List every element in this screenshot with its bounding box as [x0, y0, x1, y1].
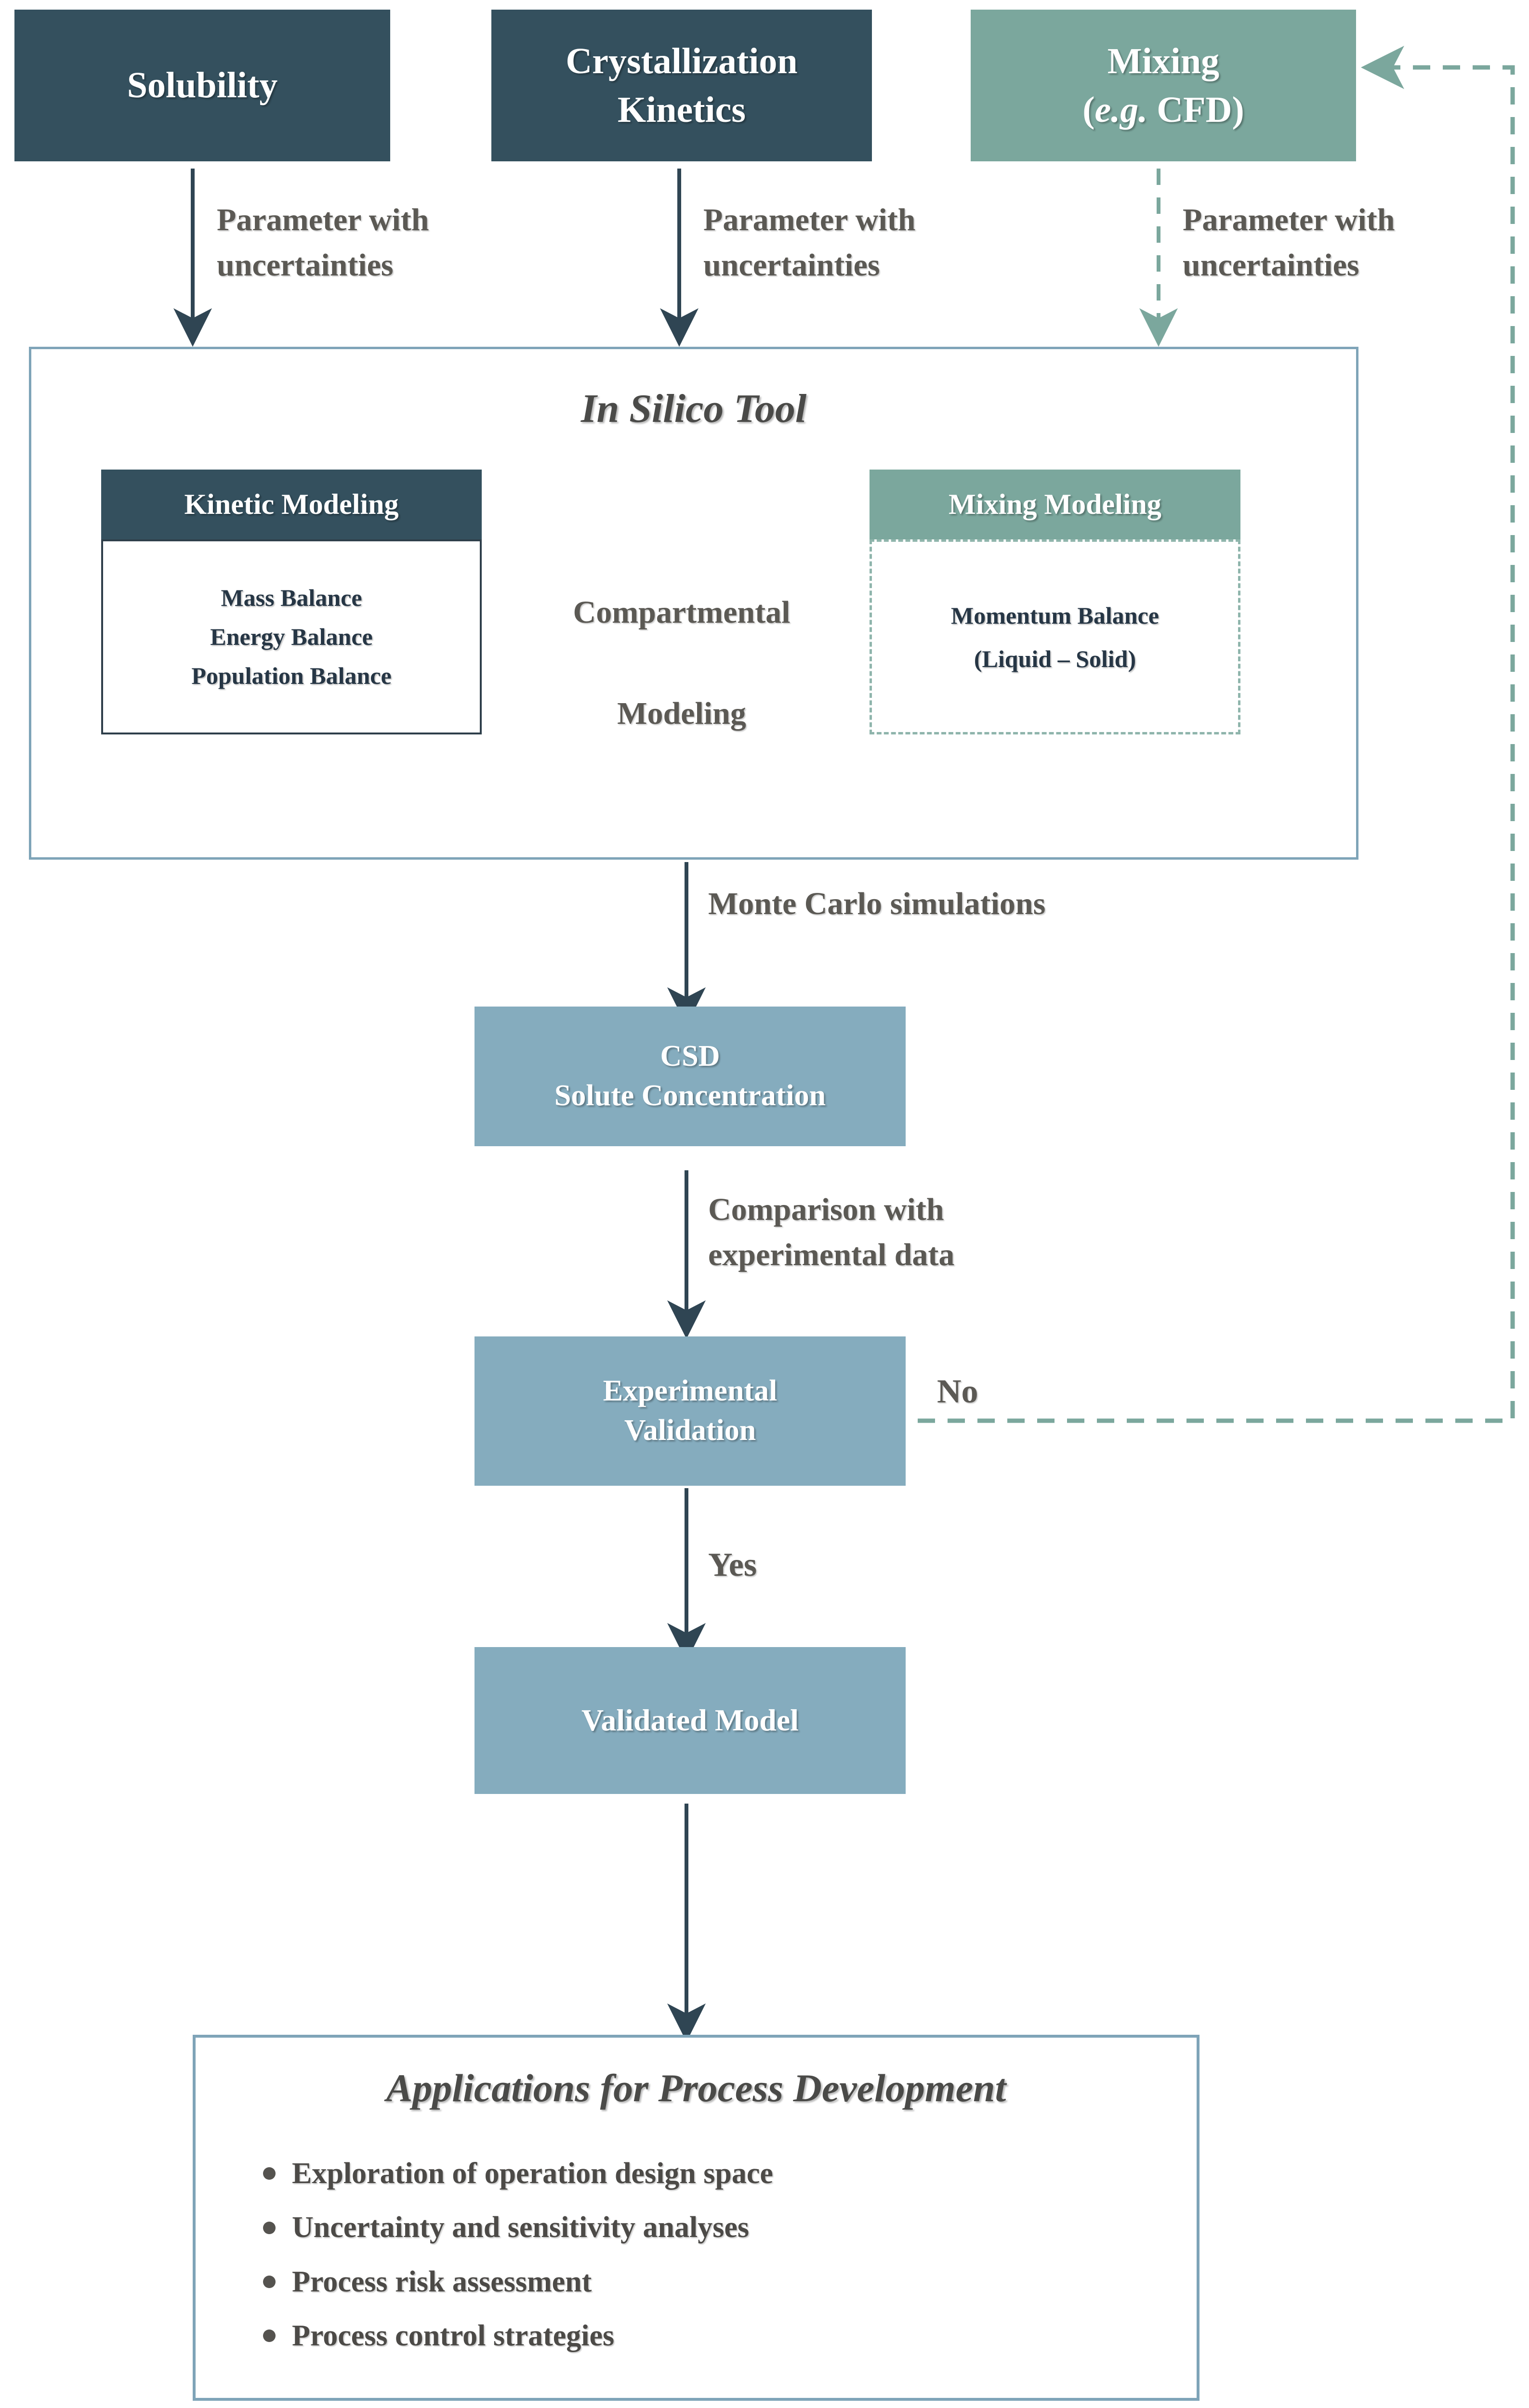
kinetic-item-population-balance: Population Balance — [191, 662, 392, 689]
input-box-crystallization-kinetics-label: Crystallization Kinetics — [566, 41, 798, 130]
kinetic-item-energy-balance: Energy Balance — [210, 623, 373, 650]
applications-title: Applications for Process Development — [386, 2066, 1006, 2110]
mixing-modeling-body: Momentum Balance (Liquid – Solid) — [870, 539, 1240, 734]
in-silico-tool-panel: In Silico Tool Kinetic Modeling Mass Bal… — [29, 347, 1358, 860]
input-box-mixing-line2: (e.g. CFD) — [1082, 89, 1244, 130]
input-box-solubility-label: Solubility — [127, 65, 278, 106]
yes-label: Yes — [708, 1546, 757, 1584]
mixing-item-momentum-balance: Momentum Balance — [951, 602, 1159, 629]
input-box-mixing[interactable]: Mixing (e.g. CFD) — [971, 10, 1356, 161]
kinetic-modeling-header[interactable]: Kinetic Modeling — [101, 470, 482, 539]
csd-box-line1: CSD — [660, 1040, 720, 1073]
eg-emphasis: e.g. — [1094, 89, 1148, 130]
arrow-label-mixing: Parameter with uncertainties — [1183, 202, 1395, 283]
kinetic-item-mass-balance: Mass Balance — [221, 584, 362, 611]
csd-box[interactable]: CSD Solute Concentration — [475, 1007, 906, 1146]
input-box-crystallization-kinetics[interactable]: Crystallization Kinetics — [491, 10, 872, 161]
experimental-validation-box[interactable]: Experimental Validation — [475, 1336, 906, 1486]
validated-model-box[interactable]: Validated Model — [475, 1647, 906, 1794]
in-silico-tool-title: In Silico Tool — [580, 386, 807, 431]
application-item: Exploration of operation design space — [258, 2156, 773, 2191]
applications-list: Exploration of operation design space Un… — [258, 2156, 773, 2372]
input-box-solubility[interactable]: Solubility — [14, 10, 390, 161]
no-label: No — [937, 1373, 978, 1410]
mixing-item-phases: (Liquid – Solid) — [974, 645, 1136, 672]
kinetic-modeling-header-label: Kinetic Modeling — [184, 488, 399, 520]
experimental-validation-box-label: Experimental Validation — [603, 1374, 778, 1447]
arrow-label-kinetics: Parameter with uncertainties — [703, 202, 916, 283]
application-item: Process control strategies — [258, 2318, 773, 2354]
application-item: Process risk assessment — [258, 2264, 773, 2300]
compartmental-label-bottom: Modeling — [617, 696, 746, 731]
comparison-label: Comparison with experimental data — [708, 1192, 955, 1272]
monte-carlo-label: Monte Carlo simulations — [708, 886, 1046, 921]
csd-box-line2: Solute Concentration — [554, 1079, 826, 1112]
input-box-mixing-line1: Mixing — [1107, 41, 1220, 82]
application-item: Uncertainty and sensitivity analyses — [258, 2210, 773, 2245]
compartmental-label-top: Compartmental — [573, 595, 791, 630]
mixing-modeling-header[interactable]: Mixing Modeling — [870, 470, 1240, 539]
kinetic-modeling-body: Mass Balance Energy Balance Population B… — [101, 539, 482, 734]
mixing-modeling-header-label: Mixing Modeling — [949, 488, 1161, 520]
applications-panel: Applications for Process Development Exp… — [193, 2035, 1199, 2401]
arrow-label-solubility: Parameter with uncertainties — [217, 202, 429, 283]
validated-model-box-label: Validated Model — [581, 1703, 799, 1738]
